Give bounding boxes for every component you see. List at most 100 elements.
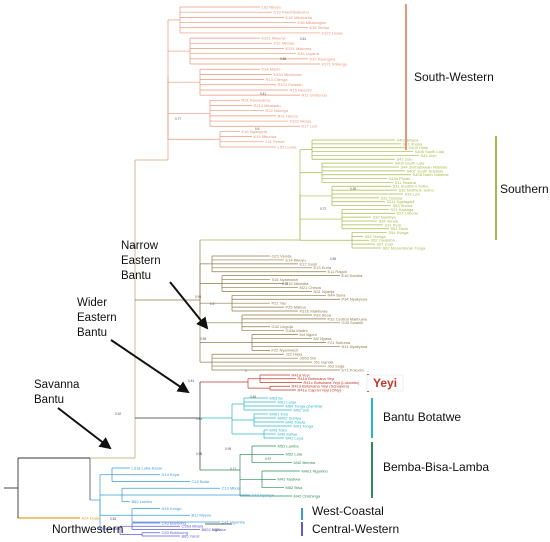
support-value: 1 (245, 369, 247, 373)
eastern-tip-label: M4 Ngoni (300, 332, 317, 337)
south_western-tip-label: R31 Herero (278, 113, 299, 118)
central_western-tip-label: B852 Ngbaka (202, 527, 227, 532)
southern-tip-label: S21 Kalanga (391, 207, 415, 212)
southern-tip-label: S62 Mozambican Tonga (383, 245, 427, 250)
south_western-tip-label: K32 Mbowe (274, 41, 296, 46)
support-value: 0.92 (115, 412, 121, 416)
support-value: 0.39 (350, 187, 356, 191)
south_western-tip-label: K332 Nkoya (290, 118, 313, 123)
bantu_botatwe-tip-label: M42 Kafwe (278, 431, 299, 436)
south_western-tip-label: K34 Mashi (262, 67, 281, 72)
yeyi-tip-label: R41c Botswana Yeyi (Lukowitz) (304, 380, 360, 385)
south_western-tip-label: L62 Nkoya (262, 4, 282, 9)
eastern-tip-label: E12 Gusii (300, 261, 317, 266)
eastern-tip-label: M21 Chewa (300, 285, 322, 290)
label-yeyi: Yeyi (373, 376, 397, 390)
label-savanna-1: Savanna (34, 379, 80, 391)
yeyi-tip-label: R41e Caprivi Yeyi (Ohly) (298, 387, 342, 392)
southern-tip-label: S44 Zimbabwean Ndebele (401, 164, 449, 169)
label-southern: Southern (500, 182, 549, 196)
support-values: 0.770.980.990.980.50.440.920.840.9810.48… (110, 37, 356, 521)
southern-tip-label: S31 Tswana (381, 195, 403, 200)
southern-tip-label: S44 Zulu (421, 153, 437, 158)
south_western-tip-label: K331 Makoma (286, 46, 313, 51)
bemba_bisa_lamba-tip-label: M42 Chishinga (294, 493, 321, 498)
southern-tip-label: S408 South Lala (415, 149, 445, 154)
south_western-tip-label: R11 Umbundu (302, 93, 328, 98)
eastern-tip-label: N44 Sena (328, 293, 347, 298)
eastern-tip-label: P21 Yao (272, 301, 288, 306)
support-value: 0.99 (195, 295, 201, 299)
southern-tip-label: S11 Tswana (395, 180, 417, 185)
southern-tip-label: S31 Southern Sotho (393, 184, 430, 189)
label-savanna-2: Bantu (34, 394, 64, 406)
support-value: 0.71 (230, 467, 236, 471)
south_western-tip-label: K15 Mbunda (254, 134, 277, 139)
south_western-tip-label: K333 Mbalunda (274, 72, 303, 77)
tree-branches (4, 6, 419, 537)
eastern-tip-label: J22 Haya (286, 352, 304, 357)
bantu_botatwe-tip-label: M61 Lenje (278, 399, 297, 404)
support-value: 0.97 (265, 457, 271, 461)
support-value: 0.98 (196, 452, 202, 456)
eastern-tip-label: E13 Kuria (314, 265, 332, 270)
southern-tip-label: S406 South Lala (395, 161, 425, 166)
eastern-tip-label: N31 Nyanja (314, 289, 336, 294)
label-bemba-bisa-lamba: Bemba-Bisa-Lamba (383, 460, 489, 474)
bemba_bisa_lamba-tip-label: M52 Lala (286, 452, 303, 457)
eastern-tip-label: E16 Kamba (342, 273, 364, 278)
southern-tip-label: S403 Hlubi (409, 145, 429, 150)
west_coastal-tip-label: H16 Kongo (162, 506, 183, 511)
yeyi-tip-label: R41d Botswana Yeyi (Schapera) (292, 384, 350, 389)
bemba_bisa_lamba-tip-label: M41 Taabwa (278, 477, 301, 482)
central_western-tip-label: C43 Bushong (162, 520, 186, 525)
southern-tip-label: S32 Northern Sotho (399, 188, 435, 193)
bemba_bisa_lamba-tip-label: M42 Bemba (294, 460, 316, 465)
southern-tip-label: S33 Lozi (405, 191, 421, 196)
bantu_botatwe-tip-label: M401 Fwe (270, 411, 289, 416)
eastern-tip-label: J63 Soga (328, 363, 346, 368)
south_western-tip-label: K37 Kwangwa (310, 56, 336, 61)
eastern-tip-label: G43a Mwiini (286, 328, 308, 333)
south_western-tip-label: R22 Ndonga (266, 108, 289, 113)
west_coastal-tip-label: L31a Luba-Kasai (132, 465, 162, 470)
south_western-tip-label: K35 Luyana (298, 51, 320, 56)
label-south-western: South-Western (414, 70, 494, 84)
bantu_botatwe-tip-label: M63 Ila (270, 395, 284, 400)
central_western-tip-label: C83 Bushoong (162, 530, 188, 535)
south_western-tip-label: K38 Mbalangwe (298, 20, 327, 25)
southern-tip-label: S34 Venda (379, 218, 399, 223)
support-value: 0.98 (200, 337, 206, 341)
west_coastal-tip-label: B11 Myene (192, 513, 213, 518)
label-west-coastal: West-Coastal (312, 504, 384, 518)
bantu_botatwe-tip-label: M41 Tonga (294, 423, 314, 428)
support-value: 0.84 (196, 417, 202, 421)
bemba_bisa_lamba-tip-label: M62 Bisa (286, 485, 303, 490)
label-northwestern: Northwestern (52, 522, 123, 536)
bantu_botatwe-tip-label: M41 Leya (286, 435, 304, 440)
eastern-tip-label: M2 Nyasa (314, 336, 333, 341)
support-value: 0.72 (320, 207, 326, 211)
eastern-tip-label: P34 Nyakyusa (342, 297, 369, 302)
arrow-wider-eastern (110, 339, 190, 394)
eastern-tip-label: P33 Sena (314, 312, 332, 317)
west_coastal-tip-label: C15 Bolia (192, 479, 210, 484)
eastern-tip-label: G43 Swahili (342, 320, 363, 325)
label-wider-eastern-2: Eastern (77, 312, 117, 324)
yeyi-tip-label: R41a Yeyi (292, 372, 310, 377)
eastern-tip-label: P25 Makua (286, 305, 307, 310)
southern-tip-label: S54 Ronga (389, 230, 410, 235)
label-wider-eastern-1: Wider (77, 297, 107, 309)
southern-tip-label: S43a Phuthi (389, 176, 411, 181)
support-value: 0.83 (110, 517, 116, 521)
southern-tip-label: S51 Tswa (391, 226, 409, 231)
eastern-tip-label: E15 Nilamba (286, 281, 310, 286)
west_coastal-tip-label: D43 Nyanga (252, 492, 275, 497)
bantu_botatwe-tip-label: M64 Tonga (Zambia) (286, 403, 324, 408)
southern-tip-label: S32 Nambya (373, 215, 397, 220)
arrow-savanna (57, 407, 112, 450)
south_western-tip-label: K17 Lozi (302, 124, 318, 129)
eastern-tip-label: E71 Pokomo (342, 367, 366, 372)
